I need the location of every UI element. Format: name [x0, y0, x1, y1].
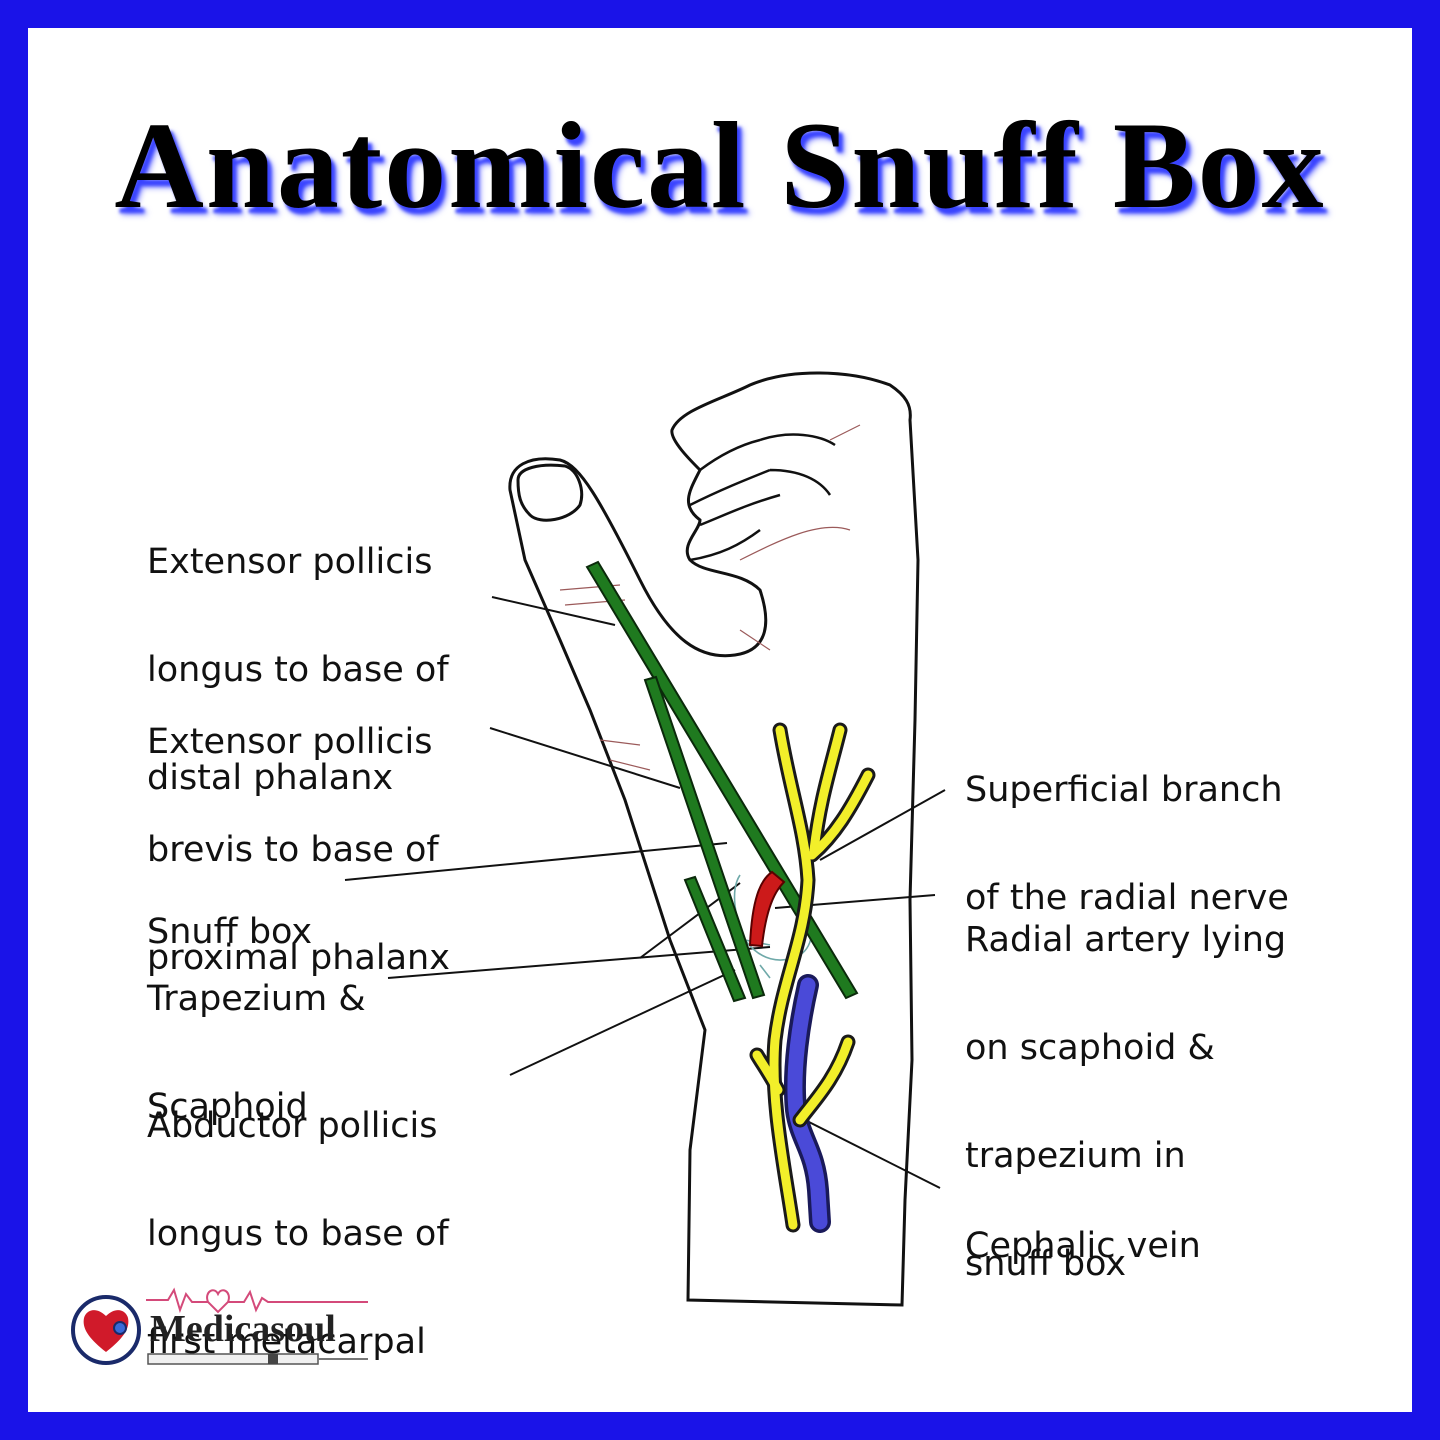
label-cephalic-vein: Cephalic vein [965, 1165, 1201, 1327]
label-line: Extensor pollicis [147, 542, 433, 582]
label-line: Extensor pollicis [147, 722, 433, 762]
label-line: Snuff box [147, 912, 313, 952]
tendon-epb [643, 675, 766, 1000]
label-line: of the radial nerve [965, 878, 1289, 918]
label-line: distal phalanx [147, 758, 394, 798]
cephalic-vein-fill [787, 977, 828, 1230]
radial-artery [748, 870, 786, 948]
radial-nerve [749, 722, 876, 1233]
logo-text: Medicasoul [150, 1308, 336, 1350]
skin-creases [559, 424, 861, 771]
page-frame [28, 28, 1412, 1412]
finger-folds [689, 433, 836, 562]
label-line: trapezium in [965, 1136, 1186, 1176]
label-extensor-pollicis-brevis: Extensor pollicis brevis to base of prox… [147, 661, 450, 1039]
label-radial-artery: Radial artery lying on scaphoid & trapez… [965, 859, 1286, 1345]
hand-outline [508, 371, 920, 1307]
label-snuff-box: Snuff box [147, 851, 312, 1013]
label-line: longus to base of [147, 1214, 449, 1254]
label-line: Cephalic vein [965, 1226, 1201, 1266]
label-line: brevis to base of [147, 830, 439, 870]
tendons [585, 560, 859, 1003]
label-line: Radial artery lying [965, 920, 1287, 960]
label-line: snuff box [965, 1244, 1127, 1284]
label-trapezium-scaphoid: Trapezium & Scaphoid [147, 918, 366, 1188]
label-line: longus to base of [147, 650, 449, 690]
label-line: Scaphoid [147, 1087, 308, 1127]
tendon-epl [585, 560, 859, 1000]
label-line: proximal phalanx [147, 938, 450, 978]
thumbnail-outline [516, 463, 584, 522]
label-line: Superficial branch [965, 770, 1283, 810]
label-extensor-pollicis-longus: Extensor pollicis longus to base of dist… [147, 481, 449, 859]
diagram-title: Anatomical Snuff Box [114, 97, 1326, 234]
label-line: on scaphoid & [965, 1028, 1215, 1068]
label-superficial-radial-nerve: Superficial branch of the radial nerve [965, 709, 1289, 979]
label-line: Trapezium & [147, 979, 366, 1019]
label-line: Abductor pollicis [147, 1106, 438, 1146]
medicasoul-logo [71, 1287, 368, 1365]
tendon-apl [683, 875, 747, 1003]
